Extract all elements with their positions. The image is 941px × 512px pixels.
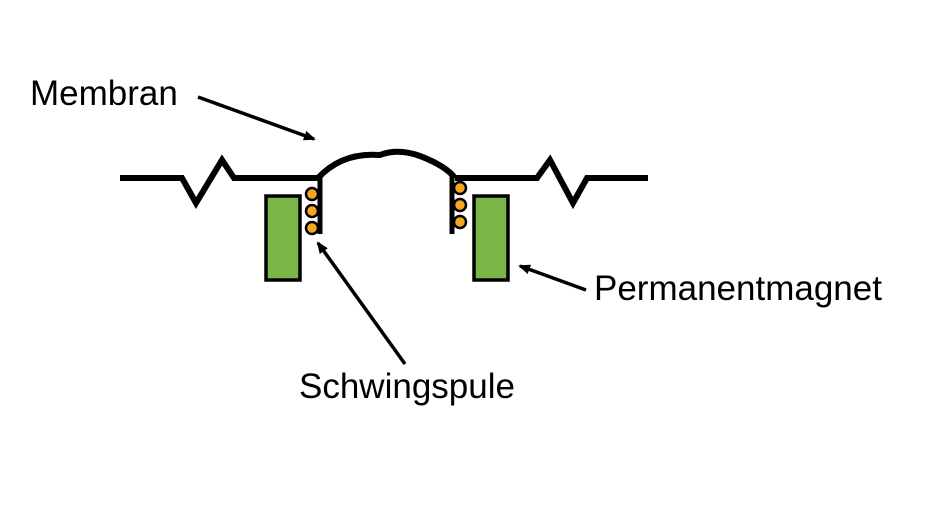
membrane-arrow bbox=[197, 95, 316, 141]
left-coil-windings bbox=[304, 186, 320, 236]
right-suspension bbox=[455, 154, 648, 210]
membrane-label: Membran bbox=[30, 74, 178, 113]
voice-coil-label: Schwingspule bbox=[299, 367, 515, 406]
right-coil-windings bbox=[452, 180, 468, 230]
left-permanent-magnet bbox=[264, 194, 302, 282]
magnet-arrow bbox=[518, 264, 587, 292]
right-permanent-magnet bbox=[472, 194, 510, 282]
membrane-dome bbox=[315, 148, 458, 181]
permanent-magnet-label: Permanentmagnet bbox=[594, 269, 882, 308]
coil-arrow bbox=[316, 241, 407, 366]
left-suspension bbox=[120, 154, 318, 209]
